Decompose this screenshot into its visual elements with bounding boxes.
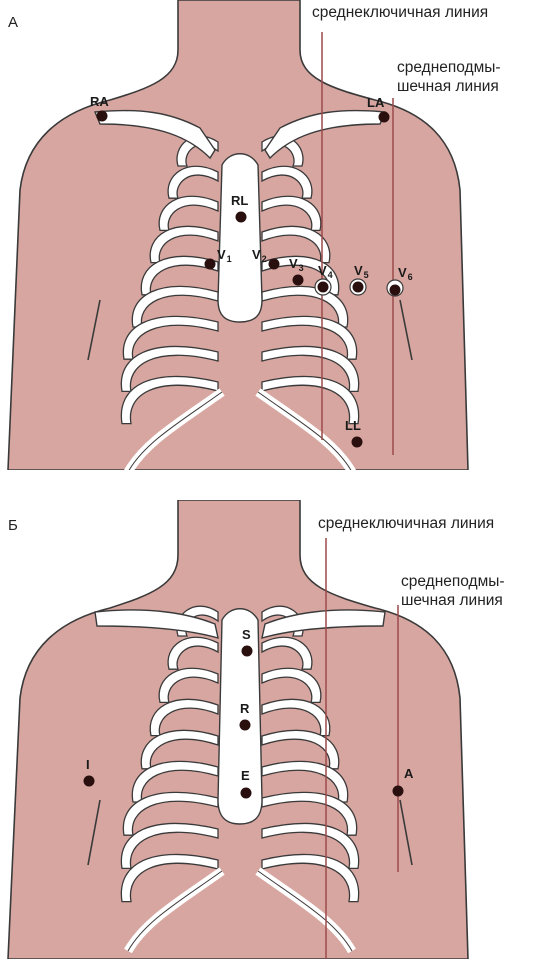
electrode-rl xyxy=(236,212,247,223)
electrode-v1 xyxy=(205,259,216,270)
electrode-ra xyxy=(97,111,108,122)
electrode-v6 xyxy=(390,285,401,296)
electrode-v3 xyxy=(293,275,304,286)
label-ra: RA xyxy=(90,94,109,109)
label-e: E xyxy=(241,768,250,783)
label-i: I xyxy=(86,757,90,772)
sternum xyxy=(218,154,262,322)
sternum xyxy=(218,609,262,824)
electrode-s xyxy=(242,646,253,657)
label-rl: RL xyxy=(231,193,248,208)
label-r: R xyxy=(240,701,249,716)
panel-a-midaxillary-label-line1: среднеподмы- xyxy=(397,58,501,77)
panel-b-diagram: Б среднеключичная линия среднеподмы- шеч… xyxy=(0,500,559,959)
label-v5: V5 xyxy=(354,263,369,278)
panel-b-midaxillary-label-line2: шечная линия xyxy=(401,591,503,610)
panel-b-midclavicular-label: среднеключичная линия xyxy=(318,514,494,533)
label-v6: V6 xyxy=(398,265,413,280)
panel-b-midaxillary-label-line1: среднеподмы- xyxy=(401,572,505,591)
electrode-e xyxy=(241,788,252,799)
label-a: A xyxy=(404,766,413,781)
panel-a-midclavicular-label: среднеключичная линия xyxy=(312,3,488,22)
panel-b-letter: Б xyxy=(8,517,18,534)
label-ll: LL xyxy=(345,418,361,433)
electrode-ll xyxy=(352,437,363,448)
panel-b-torso-svg xyxy=(0,500,559,959)
panel-a-diagram: А среднеключичная линия среднеподмы- шеч… xyxy=(0,0,559,470)
panel-a-midaxillary-label-line2: шечная линия xyxy=(397,77,499,96)
label-s: S xyxy=(242,627,251,642)
electrode-v5 xyxy=(353,282,364,293)
panel-a-letter: А xyxy=(8,14,18,31)
label-v2: V2 xyxy=(252,247,267,262)
electrode-r xyxy=(240,720,251,731)
electrode-la xyxy=(379,112,390,123)
label-v3: V3 xyxy=(289,256,304,271)
electrode-v2 xyxy=(269,259,280,270)
electrode-v4 xyxy=(318,282,329,293)
electrode-i xyxy=(84,776,95,787)
electrode-a xyxy=(393,786,404,797)
label-v4: V4 xyxy=(318,263,333,278)
label-v1: V1 xyxy=(217,247,232,262)
label-la: LA xyxy=(367,95,384,110)
